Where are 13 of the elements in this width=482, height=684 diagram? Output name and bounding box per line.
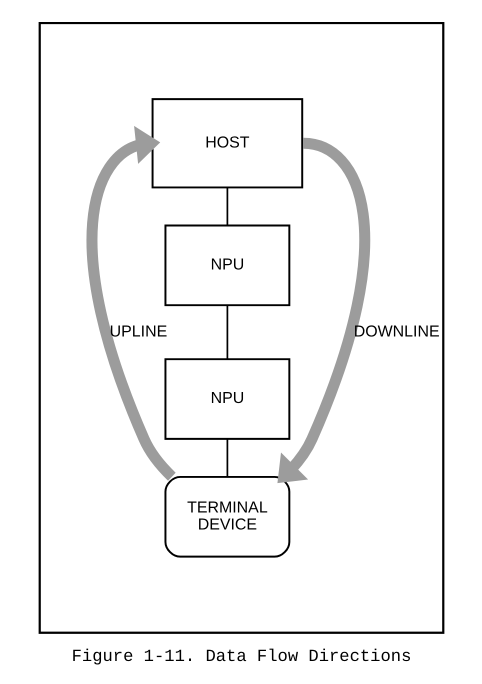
caption: Figure 1-11. Data Flow Directions bbox=[71, 648, 411, 668]
edge-label: UPLINE bbox=[109, 323, 167, 340]
connector bbox=[226, 188, 228, 226]
arrow bbox=[86, 126, 176, 481]
node-box: TERMINAL DEVICE bbox=[164, 476, 290, 558]
connector bbox=[226, 438, 228, 477]
cluster bbox=[38, 22, 444, 634]
connector bbox=[226, 305, 228, 359]
node-box: NPU bbox=[164, 358, 290, 440]
node-box: NPU bbox=[164, 224, 290, 306]
arrow bbox=[276, 138, 370, 484]
edge-label: DOWNLINE bbox=[353, 323, 440, 340]
node-box: HOST bbox=[151, 98, 303, 188]
